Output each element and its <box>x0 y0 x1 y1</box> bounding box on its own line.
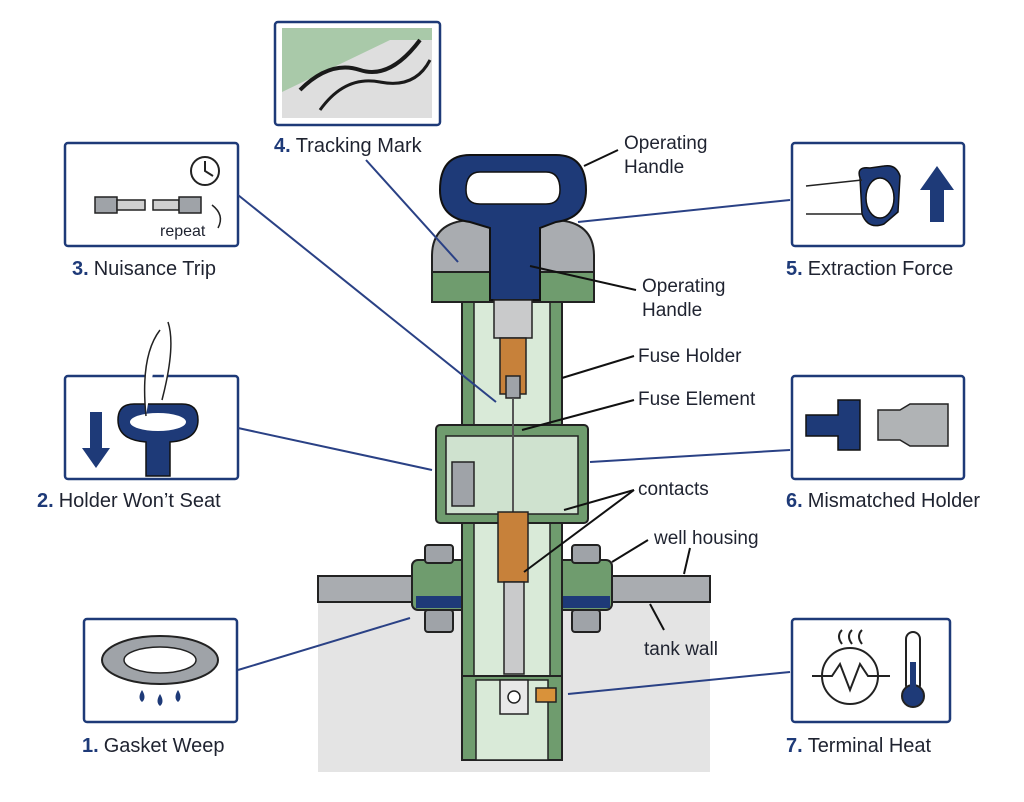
mismatched-connector-icon <box>805 399 949 451</box>
repeat-label: repeat <box>160 223 206 240</box>
callout-operating-handle-top-line1: Operating <box>624 133 707 154</box>
hand-pull-up-icon <box>805 164 954 227</box>
gasket-drip-icon <box>101 635 219 706</box>
failure-mode-6-box <box>790 374 966 481</box>
operating-handle <box>438 154 588 301</box>
failure-mode-5-box <box>790 141 966 248</box>
failure-mode-2-box <box>63 321 240 481</box>
fuse-holder <box>493 299 557 715</box>
callout-tank-wall: tank wall <box>644 639 718 660</box>
callout-contacts: contacts <box>638 479 709 500</box>
leader-lines <box>237 159 791 695</box>
callout-well-housing: well housing <box>653 528 759 549</box>
failure-mode-1-box <box>82 617 239 724</box>
failure-mode-2-label: 2.Holder Won’t Seat <box>37 490 221 512</box>
failure-mode-4-label: 4.Tracking Mark <box>274 135 423 157</box>
failure-mode-6-label: 6.Mismatched Holder <box>786 490 980 512</box>
failure-mode-1-label: 1.Gasket Weep <box>82 735 225 757</box>
fuse-trip-timer-icon: repeat <box>94 156 222 240</box>
tracking-marks-icon <box>282 28 432 118</box>
failure-mode-3-label: 3.Nuisance Trip <box>72 258 216 280</box>
callout-operating-handle-inner: Operating Handle <box>642 276 731 321</box>
callout-operating-handle-top-line2: Handle <box>624 157 684 178</box>
failure-mode-3-box: repeat <box>63 141 240 248</box>
callout-lines <box>521 149 691 631</box>
callout-operating-handle-top: Operating Handle <box>624 133 713 178</box>
failure-mode-7-label: 7.Terminal Heat <box>786 735 932 757</box>
failure-mode-4-box <box>273 20 442 127</box>
heat-thermometer-icon <box>812 629 925 708</box>
callout-fuse-holder: Fuse Holder <box>638 346 742 367</box>
failure-mode-5-label: 5.Extraction Force <box>786 258 953 280</box>
callout-operating-handle-inner-line1: Operating <box>642 276 725 297</box>
failure-mode-7-box <box>790 617 952 724</box>
callout-fuse-element: Fuse Element <box>638 389 756 410</box>
hand-push-handle-icon <box>82 321 199 477</box>
callout-operating-handle-inner-line2: Handle <box>642 300 702 321</box>
